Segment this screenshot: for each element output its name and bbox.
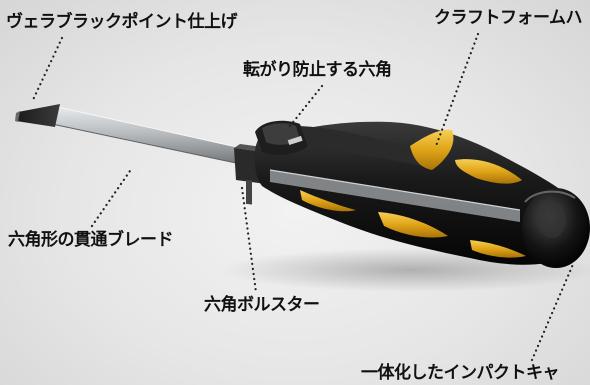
leader-bolster [240,186,258,294]
leader-craft [434,32,480,148]
leader-hexstop [288,84,324,128]
label-black-point-finish: ヴェラブラックポイント仕上げ [6,12,238,32]
blade-tip [16,104,60,127]
hex-blade [15,104,251,167]
label-hex-bolster: 六角ボルスター [204,295,320,315]
label-hex-blade: 六角形の貫通ブレード [8,230,174,250]
leader-finish [30,36,64,104]
impact-cap [522,188,590,268]
leader-lines [30,32,576,362]
leader-blade [90,166,134,228]
handle [254,120,582,265]
label-impact-cap: 一体化したインパクトキャ [361,363,560,383]
label-anti-roll-hex: 転がり防止する六角 [243,60,392,80]
label-craftform-handle: クラフトフォームハ [434,8,583,28]
